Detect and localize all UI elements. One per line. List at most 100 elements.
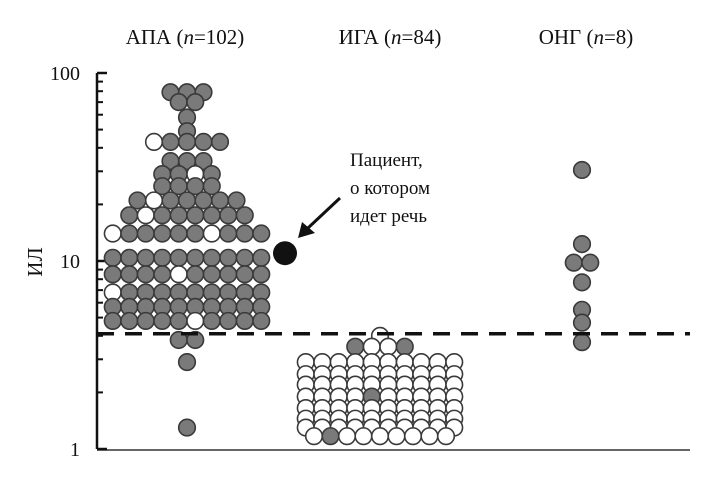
group-0-points xyxy=(103,83,271,437)
data-point-white xyxy=(420,427,439,446)
data-point-grey xyxy=(103,311,122,331)
data-point-grey xyxy=(186,330,205,350)
data-point-grey xyxy=(103,265,122,284)
data-point-grey xyxy=(169,206,188,225)
annotation-line-1: Пациент, xyxy=(350,150,423,171)
data-point-grey xyxy=(120,248,139,267)
data-point-grey xyxy=(103,248,122,267)
group-2-points xyxy=(564,160,600,352)
data-point-white xyxy=(354,427,373,446)
y-tick-label: 1 xyxy=(70,439,80,461)
data-point-grey xyxy=(321,427,340,446)
data-point-grey xyxy=(235,311,254,331)
data-point-white xyxy=(370,427,390,446)
annotation-line-3: идет речь xyxy=(350,206,427,227)
group-header-ong: ОНГ (n=8) xyxy=(539,25,634,49)
data-point-white xyxy=(379,337,398,356)
data-point-grey xyxy=(169,93,188,112)
data-point-grey xyxy=(572,273,592,292)
data-point-grey xyxy=(210,191,230,210)
group-headers: АПА (n=102) ИГА (n=84) ОНГ (n=8) xyxy=(126,25,634,49)
data-point-grey xyxy=(219,265,238,284)
group-header-apa: АПА (n=102) xyxy=(126,25,245,49)
data-point-grey xyxy=(177,352,197,372)
data-point-white xyxy=(144,191,164,210)
data-point-grey xyxy=(202,311,221,331)
annotation-arrow-shaft xyxy=(306,196,342,230)
axes: 1 10 100 xyxy=(50,63,690,461)
data-point-grey xyxy=(235,248,254,267)
data-point-grey xyxy=(252,265,271,284)
data-point-grey xyxy=(169,248,188,267)
data-point-grey xyxy=(161,191,180,210)
data-point-white xyxy=(169,265,188,284)
group-1-points xyxy=(296,326,464,446)
data-point-white xyxy=(403,427,423,446)
y-tick-label: 10 xyxy=(60,251,80,273)
data-point-grey xyxy=(252,224,271,243)
data-point-grey xyxy=(252,248,271,267)
data-point-white xyxy=(202,224,221,243)
data-point-grey xyxy=(227,191,246,210)
annotation: Пациент, о котором идет речь xyxy=(298,150,430,238)
annotation-line-2: о котором xyxy=(350,178,430,199)
data-point-grey xyxy=(120,224,139,243)
data-point-grey xyxy=(194,132,213,152)
data-point-grey xyxy=(161,132,180,152)
data-point-grey xyxy=(572,333,592,352)
data-point-grey xyxy=(186,224,205,243)
data-point-white xyxy=(304,427,324,446)
data-point-grey xyxy=(194,151,213,171)
data-point-grey xyxy=(153,265,172,284)
data-point-grey xyxy=(169,224,188,243)
data-point-grey xyxy=(235,224,254,243)
data-point-white xyxy=(387,427,406,446)
data-point-grey xyxy=(194,191,213,210)
data-point-grey xyxy=(186,206,205,225)
data-point-grey xyxy=(202,248,221,267)
y-axis-label: ИЛ xyxy=(23,247,47,276)
data-point-grey xyxy=(120,265,139,284)
data-point-grey xyxy=(177,132,197,152)
data-point-grey xyxy=(177,418,197,437)
data-point-grey xyxy=(136,265,155,284)
y-tick-label: 100 xyxy=(50,63,80,85)
data-point-grey xyxy=(136,248,155,267)
data-point-grey xyxy=(219,311,238,331)
data-point-grey xyxy=(572,313,592,332)
data-point-grey xyxy=(186,93,205,112)
data-point-grey xyxy=(564,253,583,272)
data-point-grey xyxy=(235,265,254,284)
data-point-grey xyxy=(210,132,230,152)
data-point-grey xyxy=(572,234,592,254)
data-point-grey xyxy=(219,206,238,225)
data-point-grey xyxy=(235,206,254,225)
data-point-grey xyxy=(186,265,205,284)
data-point-grey xyxy=(169,311,188,331)
highlighted-patient-point xyxy=(273,241,297,266)
data-point-grey xyxy=(219,224,238,243)
data-point-white xyxy=(136,206,155,225)
data-point-grey xyxy=(153,206,172,225)
data-point-grey xyxy=(128,191,147,210)
data-point-grey xyxy=(177,191,197,210)
data-point-grey xyxy=(153,248,172,267)
data-point-grey xyxy=(153,311,172,331)
data-point-grey xyxy=(136,224,155,243)
data-point-grey xyxy=(581,253,600,272)
data-point-white xyxy=(337,427,357,446)
data-point-grey xyxy=(153,224,172,243)
data-point-white xyxy=(144,132,164,152)
data-point-grey xyxy=(572,160,592,180)
data-point-grey xyxy=(120,206,139,225)
data-point-grey xyxy=(120,311,139,331)
group-header-iga: ИГА (n=84) xyxy=(339,25,442,49)
data-point-grey xyxy=(202,265,221,284)
data-point-white xyxy=(103,224,122,243)
data-point-white xyxy=(436,427,456,446)
data-point-grey xyxy=(186,248,205,267)
data-point-grey xyxy=(202,177,221,196)
data-point-grey xyxy=(219,248,238,267)
data-point-grey xyxy=(346,337,365,356)
